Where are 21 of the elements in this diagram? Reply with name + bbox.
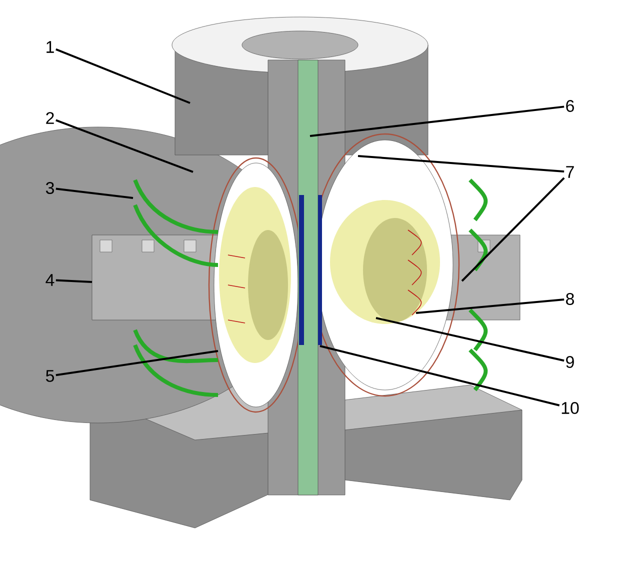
callout-number: 6 [566,100,574,112]
leader-line [358,155,564,173]
callout-number: 3 [46,182,54,194]
leader-line [416,298,564,314]
callout-number: 2 [46,112,54,124]
callout-number: 4 [46,274,54,286]
leader-line [310,106,564,137]
leader-line [56,188,134,199]
leader-line [56,48,190,104]
leader-line [56,350,218,376]
callout-number: 9 [566,356,574,368]
callout-number: 8 [566,293,574,305]
leader-line [56,119,194,173]
leader-line [56,279,92,283]
callout-number: 5 [46,370,54,382]
leader-line [320,345,560,406]
leader-line [376,317,564,362]
callout-number: 10 [562,402,579,414]
callout-number: 7 [566,166,574,178]
callout-number: 1 [46,41,54,53]
leader-line [461,177,565,282]
